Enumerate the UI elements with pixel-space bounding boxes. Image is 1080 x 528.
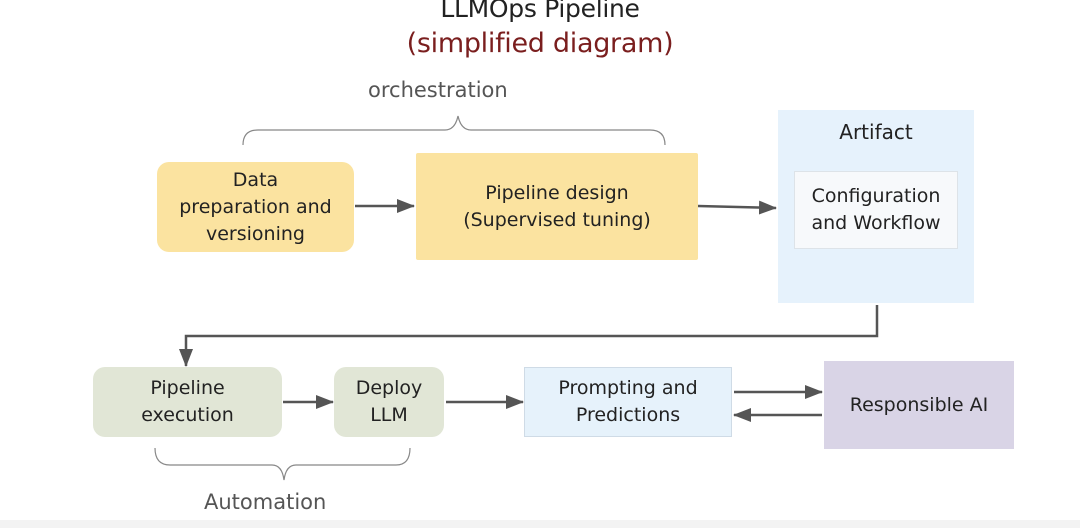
orchestration-brace [242,115,666,146]
arrow-design-to-artifact [697,200,777,215]
node-responsible-ai-label: Responsible AI [849,393,989,416]
node-prompting-line1: Prompting and [558,377,698,399]
orchestration-label: orchestration [368,78,508,102]
bottom-band [0,520,1080,528]
node-pipeline-execution-line2: execution [141,404,234,426]
node-artifact: Artifact Configuration and Workflow [778,110,974,303]
configuration-line1: Configuration [811,185,941,207]
node-pipeline-execution-line1: Pipeline [150,377,225,399]
node-pipeline-design-line1: Pipeline design [485,181,629,204]
diagram-title: LLMOps Pipeline [440,0,640,23]
node-pipeline-execution: Pipeline execution [93,367,282,437]
node-data-preparation-line1: Data [232,168,279,191]
automation-brace [154,447,411,481]
node-data-preparation: Data preparation and versioning [157,162,354,252]
configuration-line2: and Workflow [811,212,941,234]
node-deploy-llm-line2: LLM [370,404,408,426]
arrow-artifact-to-execution [179,305,879,367]
diagram-subtitle: (simplified diagram) [406,28,674,59]
node-data-preparation-line3: versioning [206,222,305,245]
node-pipeline-design-line2: (Supervised tuning) [463,208,651,231]
node-data-preparation-line2: preparation and [179,195,332,218]
node-configuration-workflow: Configuration and Workflow [794,171,958,249]
node-deploy-llm-line1: Deploy [355,377,423,399]
node-prompting-line2: Predictions [575,404,681,426]
artifact-title: Artifact [839,120,913,144]
node-deploy-llm: Deploy LLM [334,367,444,437]
node-responsible-ai: Responsible AI [824,361,1014,449]
automation-label: Automation [204,490,327,514]
node-pipeline-design: Pipeline design (Supervised tuning) [416,153,698,260]
node-prompting-predictions: Prompting and Predictions [524,367,732,437]
